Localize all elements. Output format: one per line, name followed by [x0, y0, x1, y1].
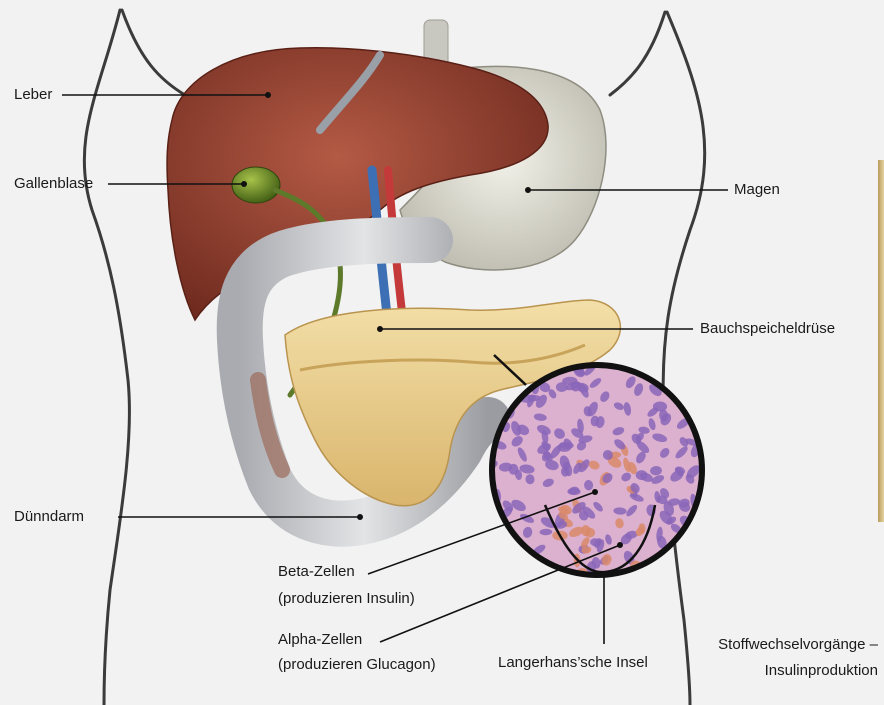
- label-alpha-zellen: Alpha-Zellen: [278, 630, 362, 649]
- label-gallenblase: Gallenblase: [14, 174, 93, 193]
- label-magen: Magen: [734, 180, 780, 199]
- islet-magnification: [487, 362, 703, 580]
- label-langerhans: Langerhans’sche Insel: [498, 653, 648, 672]
- gallbladder-shape: [232, 167, 280, 203]
- caption-line-1: Stoffwechselvorgänge –: [718, 635, 878, 654]
- label-bauchspeicheldruese: Bauchspeicheldrüse: [700, 319, 835, 338]
- edge-strip: [878, 160, 884, 522]
- label-leber: Leber: [14, 85, 52, 104]
- label-alpha-zellen-note: (produzieren Glucagon): [278, 655, 436, 674]
- label-duenndarm: Dünndarm: [14, 507, 84, 526]
- label-beta-zellen: Beta-Zellen: [278, 562, 355, 581]
- label-beta-zellen-note: (produzieren Insulin): [278, 589, 415, 608]
- caption-line-2: Insulinproduktion: [765, 661, 878, 680]
